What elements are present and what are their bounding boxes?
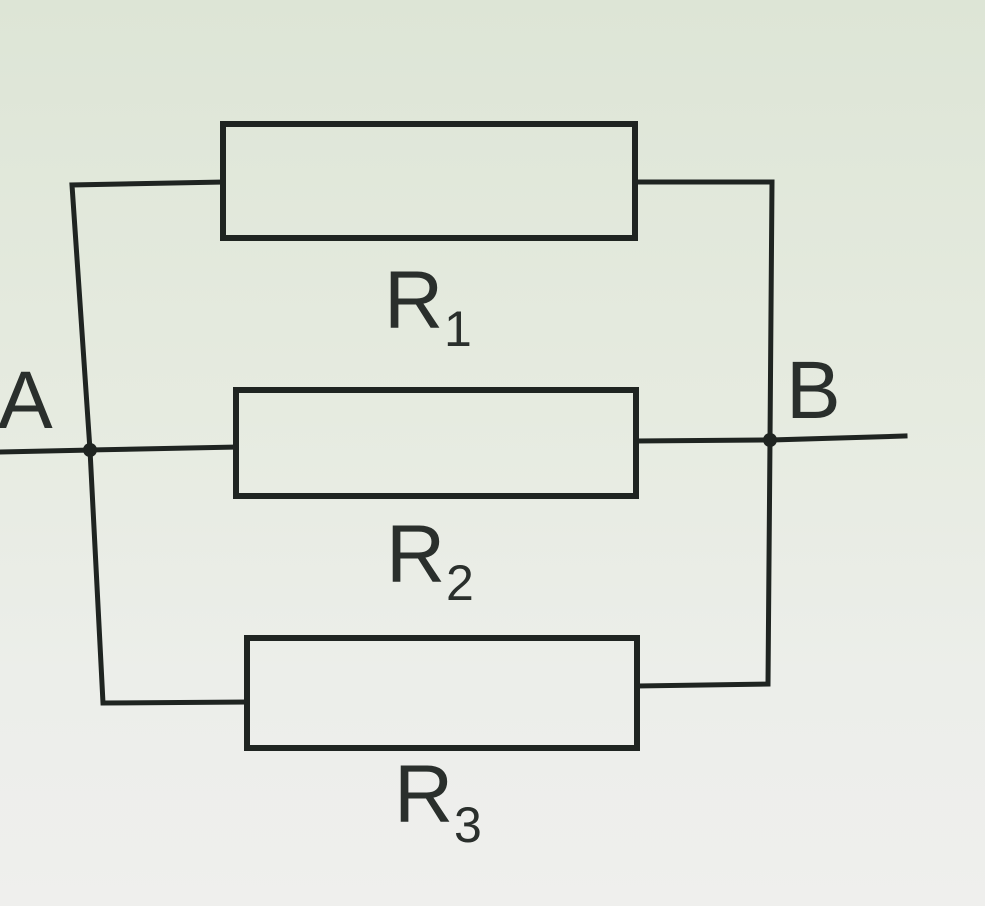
wire-right-bottom bbox=[635, 437, 773, 689]
resistor-r1-body bbox=[220, 121, 638, 241]
node-label-a: A bbox=[0, 355, 53, 446]
junction-dot-a bbox=[83, 443, 97, 457]
resistor-label-r1: R bbox=[384, 255, 443, 346]
wire-right-top bbox=[633, 179, 775, 443]
resistor-index-r1: 1 bbox=[444, 301, 472, 357]
wire-left-bottom bbox=[87, 447, 250, 706]
wire-left-top bbox=[69, 179, 225, 453]
resistor-r3-body bbox=[244, 635, 640, 751]
wire-r2-to-b bbox=[633, 437, 773, 444]
wire-a-to-r2 bbox=[87, 444, 239, 453]
wire-output-right bbox=[767, 433, 908, 443]
wire-input-left bbox=[0, 447, 93, 455]
resistor-index-r2: 2 bbox=[446, 555, 474, 611]
resistor-label-r3: R bbox=[394, 749, 453, 840]
resistor-r2-body bbox=[233, 387, 639, 499]
node-label-b: B bbox=[786, 345, 841, 436]
resistor-index-r3: 3 bbox=[454, 797, 482, 853]
resistor-label-r2: R bbox=[386, 509, 445, 600]
junction-dot-b bbox=[763, 433, 777, 447]
